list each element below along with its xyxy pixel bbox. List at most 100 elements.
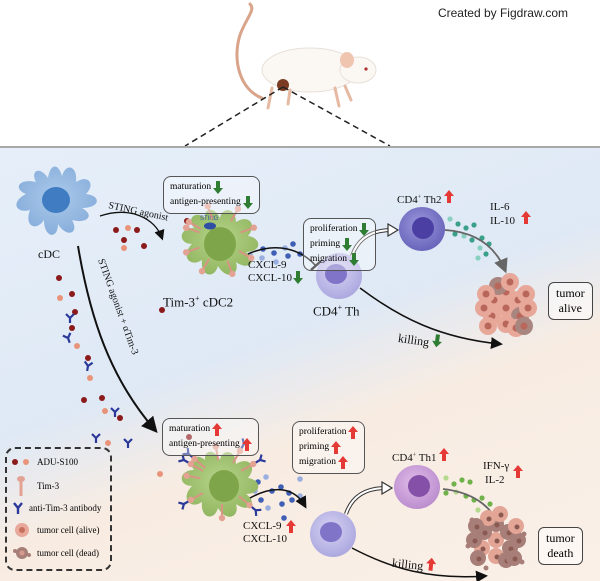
tim3-cdc2-cell-bottom	[181, 451, 259, 517]
tumor-nucleus	[494, 282, 502, 290]
cytokine-dot	[443, 490, 449, 496]
antibody-icon	[62, 332, 72, 344]
chemokines-top: CXCL-9 CXCL-10	[248, 259, 303, 284]
tim-3-receptor-head	[198, 267, 206, 275]
antibody-icon	[91, 433, 101, 443]
molecule-dots	[56, 216, 493, 521]
cdc2-nucleus	[204, 227, 236, 261]
tim3-receptors	[178, 202, 266, 522]
status-row-maturation: maturation	[170, 180, 253, 195]
chemokine-dot	[258, 497, 264, 503]
tumor-nucleus	[524, 304, 532, 312]
chemokine-down-arrow-icon	[293, 271, 303, 284]
cd4-th1-cell	[394, 465, 440, 509]
tumor-nucleus	[520, 322, 528, 330]
outcome-tumor-alive: tumor alive	[548, 282, 593, 320]
adu-s100-dot	[121, 237, 127, 243]
chemokine-dot	[263, 474, 269, 480]
up-arrow-icon	[337, 456, 348, 469]
tumor-debris	[512, 556, 518, 562]
up-arrow-icon	[348, 426, 359, 439]
chemokine-dot	[259, 255, 265, 261]
status-row-maturation: maturation	[169, 422, 252, 437]
chemokine-up-arrow-icon	[285, 520, 296, 533]
tim-3-receptor-head	[185, 218, 193, 226]
chemokine-dot	[281, 515, 287, 521]
chemokine-dot	[278, 484, 284, 490]
status-row-migration: migration	[310, 252, 369, 267]
antibody-icon	[110, 407, 120, 417]
adu-s100-dot	[134, 227, 140, 233]
tumor-debris	[486, 516, 492, 522]
tumor-debris	[483, 565, 489, 571]
tim-3-receptor-icon	[17, 476, 25, 496]
adu-s100-dot	[141, 243, 147, 249]
cytokine-dot	[447, 216, 453, 222]
antibody-icon	[255, 454, 266, 464]
cytokine-dot	[459, 477, 465, 483]
cytokine-bottom-up-arrow-icon	[513, 465, 523, 478]
adu-s100-dot	[121, 245, 127, 251]
combo-therapy-arrow	[77, 245, 158, 434]
tim-3-receptor-head	[183, 472, 190, 479]
chemokine-dot	[297, 476, 303, 482]
sting-agonist-arrow	[99, 211, 165, 241]
antibody-icon	[251, 506, 262, 517]
th2-nucleus	[412, 217, 434, 239]
adu-s100-dot	[117, 415, 123, 421]
cd4-th1-label: CD4+ Th1	[392, 448, 450, 464]
antibody-icon	[178, 454, 189, 464]
mouse-tail	[235, 2, 264, 100]
legend-item-tim-3: Tim-3	[11, 475, 59, 497]
th-nucleus	[325, 264, 347, 284]
down-arrow-icon	[342, 238, 353, 251]
th1-nucleus	[408, 475, 430, 497]
tumor-debris	[476, 556, 482, 562]
legend-item-tumor-alive: tumor cell (alive)	[11, 522, 99, 538]
tumor-debris	[514, 524, 520, 530]
cytokine-dot	[467, 479, 473, 485]
adu-s100-dot	[81, 397, 87, 403]
tumor-debris	[472, 538, 478, 544]
down-arrow-icon	[242, 196, 253, 209]
sting-protein-icon	[204, 222, 216, 230]
tim-3-receptor-head	[187, 460, 195, 468]
tumor-cell-alive-icon	[15, 523, 29, 537]
killing-arrow-top	[359, 287, 503, 350]
tumor-debris	[480, 546, 486, 552]
cytokine-dot	[452, 231, 458, 237]
figdraw-credit: Created by Figdraw.com	[437, 6, 568, 20]
adu-s100-dot	[157, 471, 163, 477]
mouse-ear	[340, 52, 354, 68]
cytokine-dot	[469, 237, 475, 243]
cytokine-top-up-arrow-icon	[521, 211, 531, 224]
chemokine-dot	[279, 501, 285, 507]
chemokine-dot	[290, 241, 296, 247]
adu-s100-dot	[125, 225, 131, 231]
tim-3-receptor-head	[187, 496, 195, 504]
cdc2-nucleus	[209, 470, 239, 502]
cdc-label: cDC	[38, 247, 60, 261]
cdc-nucleus	[42, 187, 70, 213]
adu-s100-dot	[57, 295, 63, 301]
legend: ADU-S100 Tim-3 anti-Tim-3 antibody tumor…	[5, 447, 112, 571]
th2-up-arrow-icon	[444, 190, 455, 203]
cytokine-dot	[475, 255, 481, 261]
tumor-debris	[516, 538, 522, 544]
tumor-cluster-alive	[475, 273, 537, 337]
killing-down-arrow-icon	[432, 334, 443, 348]
mouse-illustration	[184, 2, 391, 147]
mechanism-scene: cDC STING agonist STING agonist + αTim-3…	[16, 166, 537, 581]
tim3-cdc2-cell-top: STING	[181, 209, 259, 275]
cytokine-dot	[477, 245, 483, 251]
chemokines-bottom: CXCL-9 CXCL-10	[243, 520, 296, 546]
chemokine-dot	[285, 253, 291, 259]
tumor-debris	[498, 512, 504, 518]
th1-up-arrow-icon	[439, 448, 450, 461]
adu-s100-dot	[99, 395, 105, 401]
tim3-cdc2-label: Tim-3+ cDC2	[163, 294, 234, 310]
